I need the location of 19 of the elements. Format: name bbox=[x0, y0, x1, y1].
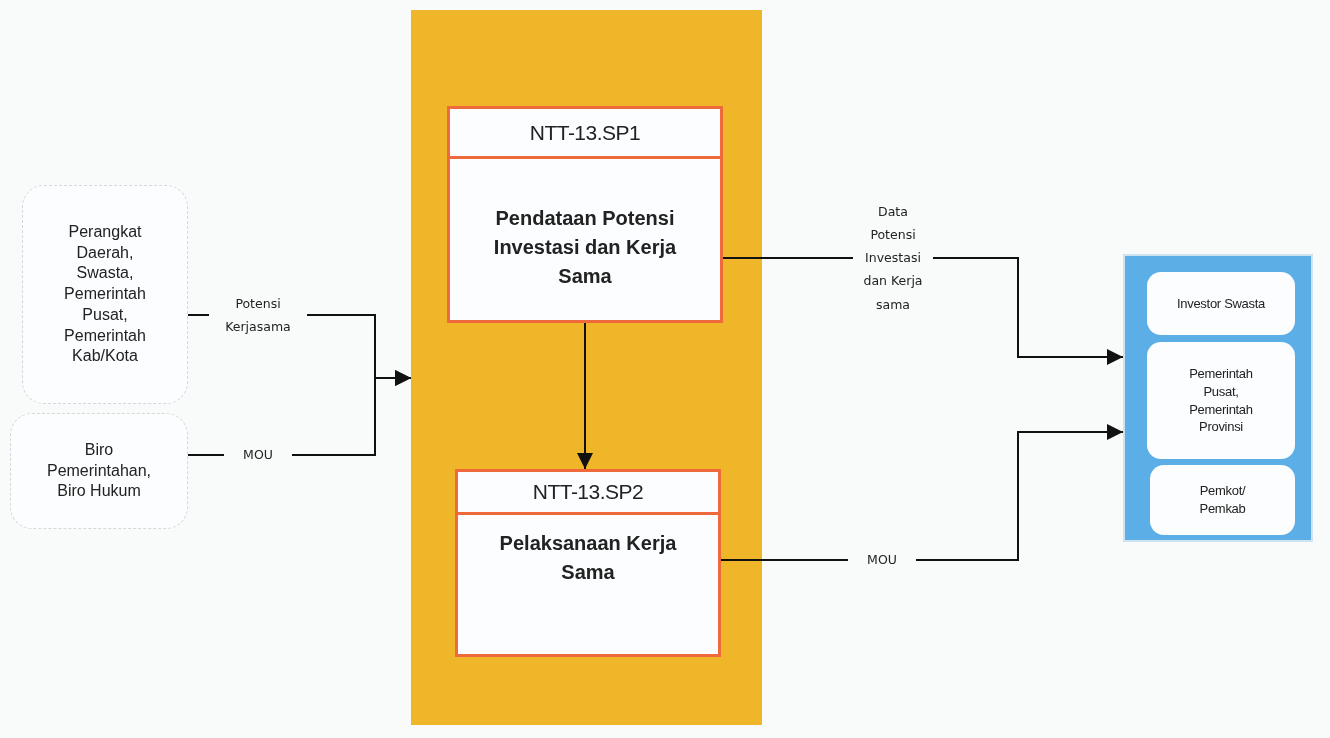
process-code: NTT-13.SP2 bbox=[458, 472, 718, 515]
node-label: Perangkat Daerah, Swasta, Pemerintah Pusat, Pemerintah Kab/Kota bbox=[63, 221, 147, 367]
node-label: Pemerintah Pusat, Pemerintah Provinsi bbox=[1188, 365, 1254, 436]
process-code: NTT-13.SP1 bbox=[450, 109, 720, 159]
connector-arrow bbox=[577, 322, 593, 470]
recipient-box bbox=[1147, 342, 1295, 459]
process-box bbox=[455, 469, 721, 657]
node-label: Investor Swasta bbox=[1177, 294, 1265, 313]
recipient-box bbox=[1147, 272, 1295, 335]
source-box bbox=[10, 413, 188, 529]
node-label: Pemkot/ Pemkab bbox=[1198, 482, 1247, 518]
process-title: Pelaksanaan Kerja Sama bbox=[498, 531, 678, 585]
recipient-panel bbox=[1123, 254, 1313, 542]
process-panel bbox=[411, 10, 762, 725]
process-title: Pendataan Potensi Investasi dan Kerja Sama bbox=[492, 206, 678, 289]
node-label: Biro Pemerintahan, Biro Hukum bbox=[45, 439, 153, 502]
source-box bbox=[22, 185, 188, 404]
process-box bbox=[447, 106, 723, 323]
recipient-box bbox=[1150, 465, 1295, 535]
